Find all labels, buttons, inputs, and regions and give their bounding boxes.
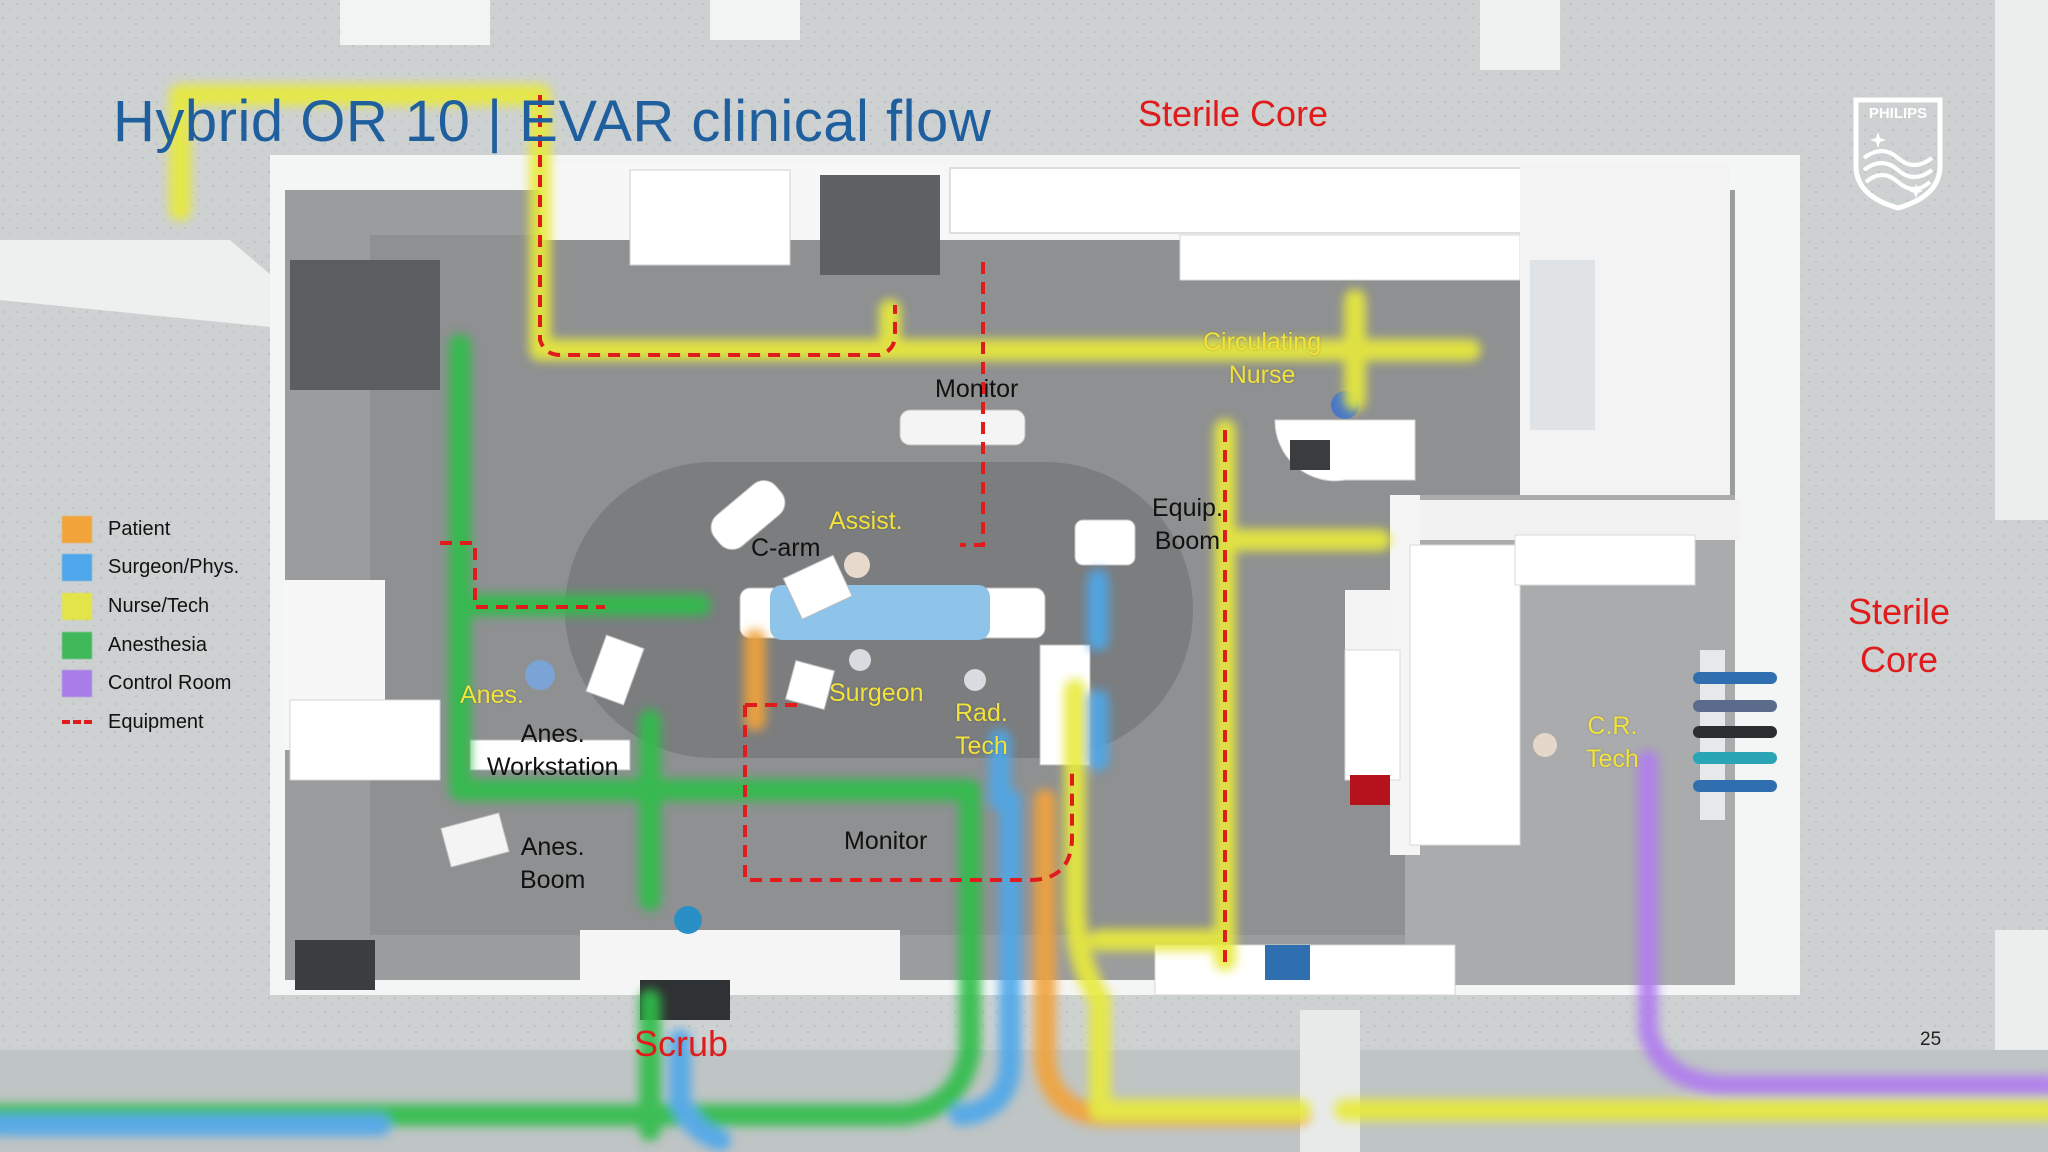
wall-counter: [1179, 234, 1521, 281]
label-rad-tech-line1: Rad.: [955, 699, 1008, 727]
legend-swatch: [62, 554, 92, 582]
legend-item: Anesthesia: [62, 626, 239, 665]
corridor-wall: [1300, 1010, 1360, 1152]
legend-label: Patient: [108, 517, 171, 540]
stool: [674, 906, 702, 934]
legend-item: Nurse/Tech: [62, 587, 239, 626]
label-anes: Anes.: [460, 681, 524, 709]
label-equip-boom: Equip. Boom: [1152, 492, 1223, 558]
bin: [295, 940, 375, 990]
legend-label: Anesthesia: [108, 633, 207, 656]
equip-boom-head: [1074, 519, 1136, 566]
legend-swatch: [62, 670, 92, 698]
zone-sterile-core-top: Sterile Core: [1138, 93, 1329, 134]
label-cr-tech-line1: C.R.: [1587, 712, 1638, 740]
anes-boom-head: [440, 812, 510, 868]
red-bin: [1350, 775, 1390, 805]
monitor-boom-top: [899, 409, 1026, 446]
sink-unit: [629, 169, 791, 266]
label-c-arm: C-arm: [751, 534, 821, 562]
label-rad-tech: Rad. Tech: [955, 697, 1008, 763]
corridor-wall: [1995, 930, 2048, 1050]
corridor-wall: [1995, 0, 2048, 520]
lead-apron: [1693, 672, 1777, 684]
anes-workstation: [469, 739, 631, 771]
legend-swatch: [62, 631, 92, 659]
zone-sterile-core-right: Sterile Core: [1848, 588, 1950, 684]
legend-label: Nurse/Tech: [108, 594, 210, 617]
page-number: 25: [1920, 1029, 1942, 1050]
legend-item: Surgeon/Phys.: [62, 549, 239, 588]
legend-label: Surgeon/Phys.: [108, 556, 240, 579]
scrub-counter: [580, 930, 900, 990]
label-surgeon: Surgeon: [829, 679, 924, 707]
flow-surgeon: [0, 569, 1109, 1151]
label-anes-boom-line2: Boom: [520, 866, 586, 894]
left-cabinet: [290, 260, 440, 390]
c-arm-body: [782, 554, 853, 620]
lead-apron: [1693, 752, 1777, 764]
nurse-monitor: [1290, 440, 1330, 470]
staff-figures: [525, 391, 1557, 757]
label-anes-workstation-line2: Workstation: [487, 753, 619, 781]
control-room-window: [1420, 500, 1740, 540]
blue-bin: [1265, 945, 1310, 980]
label-equip-boom-line1: Equip.: [1152, 494, 1223, 522]
legend-item: Control Room: [62, 664, 239, 703]
label-circulating-nurse-line1: Circulating: [1203, 328, 1322, 356]
right-shelves: [1530, 260, 1595, 430]
philips-logo: PHILIPS: [1853, 97, 1943, 211]
zone-sterile-core-right-line2: Core: [1860, 639, 1939, 680]
label-monitor-top: Monitor: [935, 375, 1019, 403]
legend-swatch: [62, 592, 92, 620]
label-cr-tech-line2: Tech: [1586, 745, 1639, 773]
control-room-cabinet: [1344, 649, 1401, 781]
c-arm-detector: [710, 480, 786, 550]
corridor-structure: [710, 0, 800, 40]
corridor-structure: [1480, 0, 1560, 70]
label-cr-tech: C.R. Tech: [1586, 710, 1639, 776]
zone-sterile-core-right-line1: Sterile: [1848, 591, 1951, 632]
storage-cabinets: [949, 167, 1531, 234]
label-circulating-nurse: Circulating Nurse: [1203, 326, 1321, 392]
label-monitor-bottom: Monitor: [844, 827, 928, 855]
slide-title: Hybrid OR 10 | EVAR clinical flow: [113, 89, 992, 154]
arm-board: [585, 634, 645, 706]
legend-label: Control Room: [108, 672, 232, 695]
back-table: [784, 659, 836, 711]
label-anes-workstation-line1: Anes.: [520, 720, 585, 748]
corridor-wall: [0, 240, 300, 330]
control-room-cabinet: [1345, 590, 1395, 650]
control-desk-top: [1514, 534, 1696, 586]
lead-apron: [1693, 700, 1777, 712]
label-rad-tech-line2: Tech: [955, 732, 1008, 760]
legend-swatch: [62, 515, 92, 543]
zone-scrub: Scrub: [634, 1023, 729, 1064]
flow-control-room: [1638, 750, 2048, 1095]
label-anes-workstation: Anes. Workstation: [487, 718, 619, 784]
label-anes-boom-line1: Anes.: [520, 833, 585, 861]
control-desk: [1409, 544, 1521, 846]
corridor-structure: [340, 0, 490, 45]
label-circulating-nurse-line2: Nurse: [1228, 361, 1296, 389]
equipment-cabinet: [820, 175, 940, 275]
legend-item: Patient: [62, 510, 239, 549]
legend-item: Equipment: [62, 703, 239, 742]
legend-swatch: [62, 720, 92, 725]
anes-cart: [289, 699, 441, 781]
label-equip-boom-line2: Boom: [1154, 527, 1221, 555]
logo-wordmark: PHILIPS: [1869, 105, 1927, 122]
legend-label: Equipment: [108, 710, 204, 733]
label-anes-boom: Anes. Boom: [520, 831, 585, 897]
lead-apron: [1693, 726, 1777, 738]
label-assist: Assist.: [829, 507, 903, 535]
lead-apron: [1693, 780, 1777, 792]
flow-equipment: [440, 95, 1227, 965]
